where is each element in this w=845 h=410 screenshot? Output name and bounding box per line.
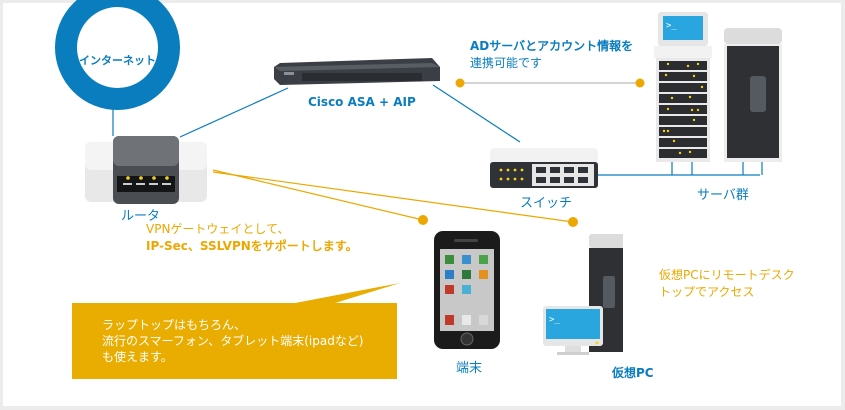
vpn-line-terminal: [212, 169, 424, 221]
switch-device-icon: [490, 148, 598, 188]
rdp-note: 仮想PCにリモートデスク トップでアクセス: [659, 267, 795, 301]
vpn-note-line1: VPNゲートウェイとして、: [146, 222, 290, 236]
vpn-line-virtualpc: [212, 171, 574, 223]
virtual-pc-label: 仮想PC: [612, 366, 654, 380]
ad-connector-dot-right: [635, 78, 645, 88]
callout-line3: も使えます。: [102, 350, 173, 364]
vpn-note: VPNゲートウェイとして、 IP-Sec、SSLVPNをサポートします。: [146, 221, 358, 255]
switch-label: スイッチ: [520, 196, 573, 211]
callout-line2: 流行のスマーフォン、タブレット端末(ipadなど): [102, 334, 364, 348]
virtual-pc-icon: >_: [543, 234, 623, 355]
ad-note-line2: 連携可能です: [470, 56, 543, 70]
router-device-icon: [85, 136, 207, 204]
info-callout: ラップトップはもちろん、 流行のスマーフォン、タブレット端末(ipadなど) も…: [72, 303, 397, 379]
link-router-firewall: [179, 87, 289, 138]
callout-line1: ラップトップはもちろん、: [102, 318, 247, 332]
firewall-device-icon: [274, 58, 440, 85]
terminal-dot: [418, 215, 428, 225]
servers-label: サーバ群: [697, 188, 749, 203]
ad-note: ADサーバとアカウント情報を 連携可能です: [470, 38, 633, 72]
callout-pointer: [290, 283, 400, 304]
internet-cloud: インターネット: [55, 0, 180, 110]
rdp-note-line2: トップでアクセス: [659, 285, 755, 299]
link-firewall-switch: [432, 84, 521, 143]
internet-label: インターネット: [79, 54, 156, 67]
tower-server-icon: [724, 28, 782, 162]
rdp-note-line1: 仮想PCにリモートデスク: [659, 268, 795, 282]
ad-note-line1: ADサーバとアカウント情報を: [470, 39, 634, 53]
router-label: ルータ: [121, 209, 161, 224]
server-rack-icon: >_: [654, 12, 712, 162]
smartphone-icon: [434, 231, 500, 349]
ad-connector-dot-left: [455, 78, 465, 88]
svg-text:>_: >_: [549, 315, 560, 325]
terminal-label: 端末: [456, 361, 483, 376]
vpn-note-line2: IP-Sec、SSLVPNをサポートします。: [146, 239, 358, 253]
firewall-label: Cisco ASA + AIP: [308, 95, 416, 109]
svg-text:>_: >_: [666, 21, 677, 31]
virtualpc-dot: [568, 217, 578, 227]
